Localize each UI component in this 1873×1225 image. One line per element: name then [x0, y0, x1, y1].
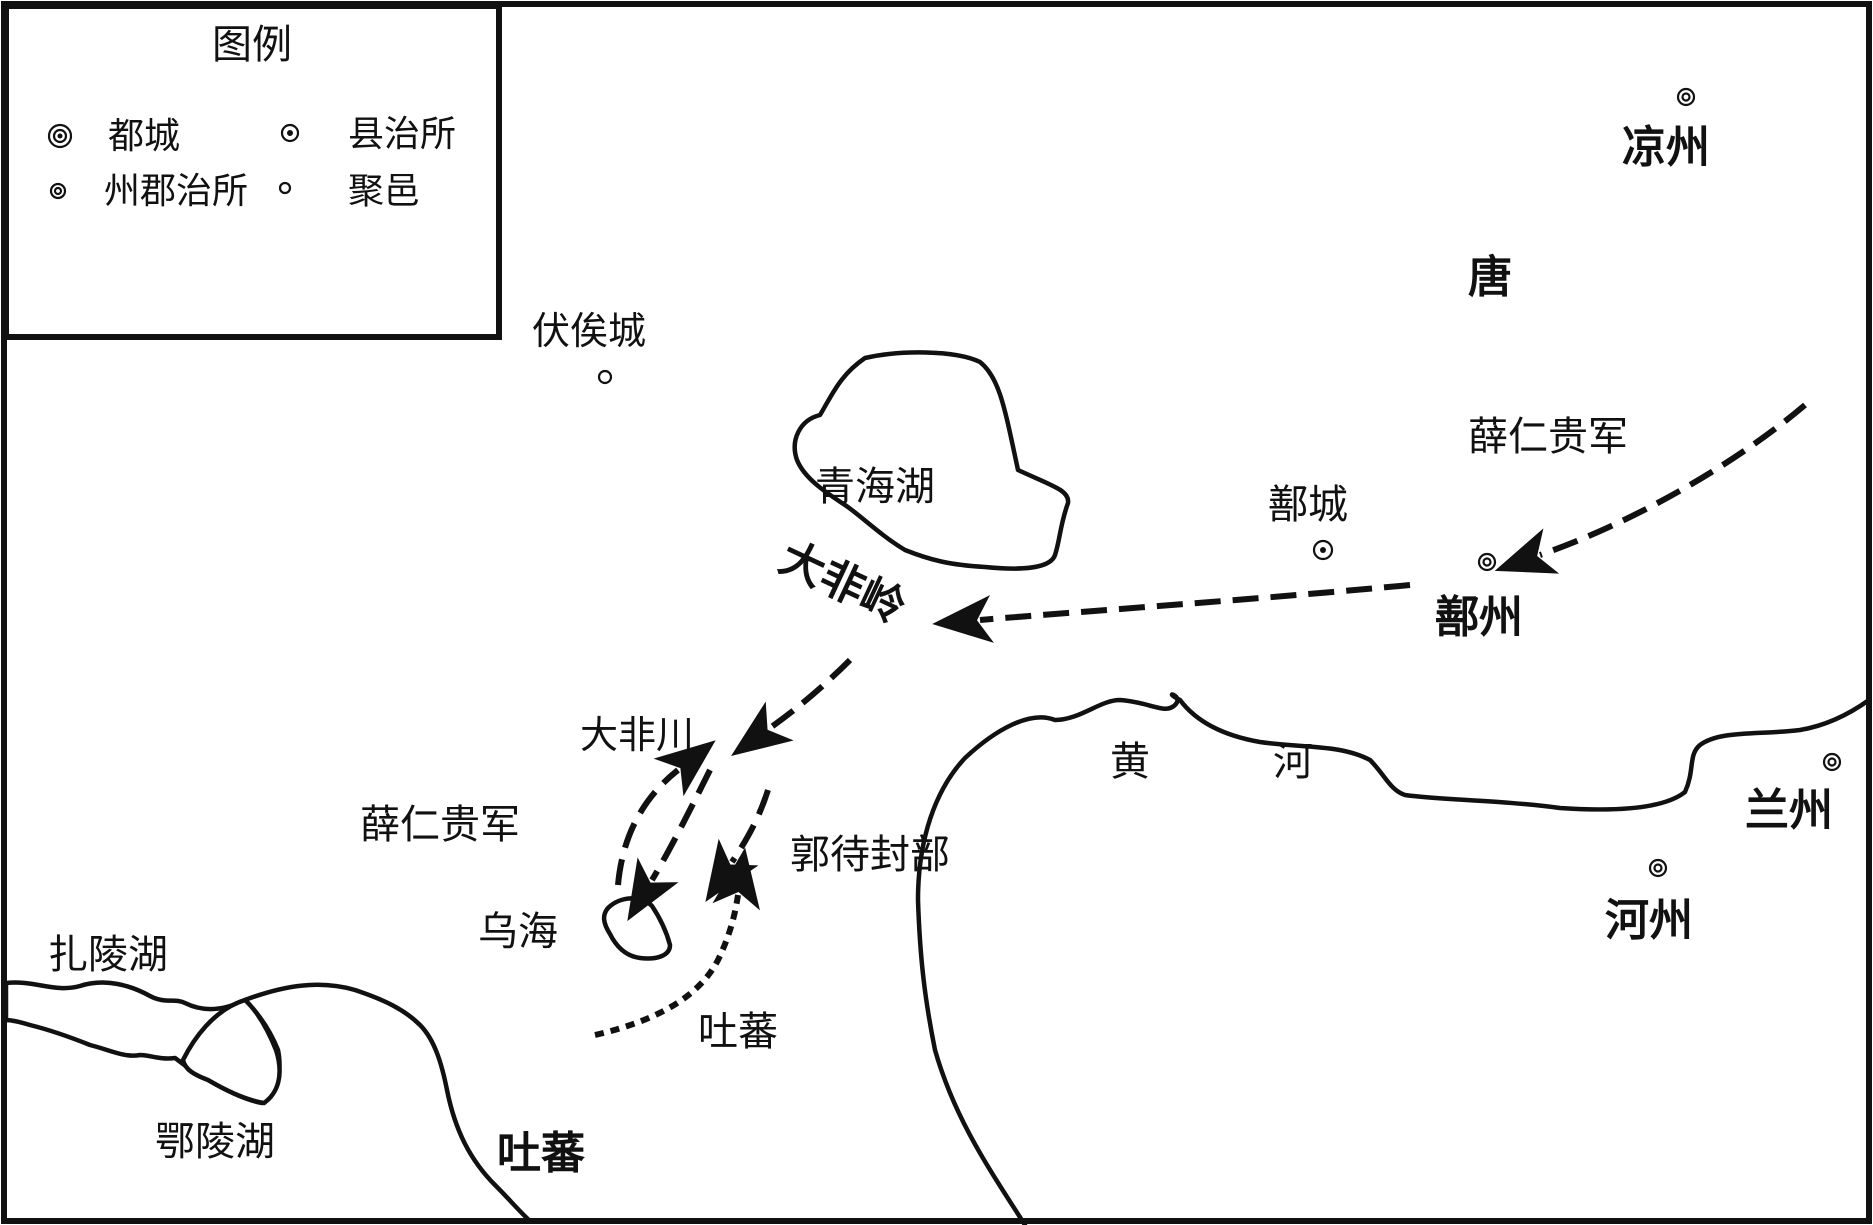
legend-label-county-seat: 县治所 [348, 114, 456, 155]
capital-icon [47, 123, 73, 149]
shancheng-county-icon [1312, 539, 1334, 561]
label-tang: 唐 [1468, 252, 1512, 303]
label-lanzhou: 兰州 [1745, 785, 1833, 836]
legend-label-settlement: 聚邑 [348, 171, 420, 212]
label-wuhai: 乌海 [478, 909, 558, 955]
label-guo-daifeng: 郭待封部 [790, 832, 950, 878]
label-shanzhou: 鄯州 [1435, 592, 1523, 643]
yellow-river-west [242, 982, 533, 1224]
route-xue-rengui-2 [932, 582, 1411, 643]
label-elinghu: 鄂陵湖 [155, 1119, 275, 1165]
legend: 图例 都城 县治所 州郡治所 聚邑 [3, 3, 502, 340]
liangzhou-prefecture-icon [1676, 87, 1696, 107]
label-tubo-region: 吐蕃 [497, 1128, 585, 1179]
label-xue-rengui-2: 薛仁贵军 [360, 802, 520, 848]
county-seat-icon [280, 123, 300, 143]
eling-lake [180, 997, 282, 1106]
hezhou-prefecture-icon [1648, 858, 1668, 878]
label-hezhou: 河州 [1605, 895, 1693, 946]
lanzhou-prefecture-icon [1822, 752, 1842, 772]
fusicheng-settlement-icon [597, 369, 613, 385]
label-fusicheng: 伏俟城 [532, 309, 646, 353]
qinghai-lake [792, 350, 1071, 571]
label-liangzhou: 凉州 [1622, 122, 1710, 173]
label-dafeichuan: 大非川 [580, 713, 694, 757]
legend-box [3, 3, 502, 340]
route-guo-daifeng [705, 789, 771, 902]
legend-label-prefecture-seat: 州郡治所 [104, 171, 248, 212]
label-tubo-army: 吐蕃 [698, 1009, 778, 1055]
label-shancheng: 鄯城 [1268, 482, 1348, 528]
prefecture-seat-icon [49, 182, 67, 200]
route-xue-rengui-3 [731, 657, 853, 757]
label-qinghaihu: 青海湖 [815, 464, 935, 510]
route-tubo-army [594, 847, 760, 1038]
shanzhou-prefecture-icon [1477, 552, 1497, 572]
label-xue-rengui-1: 薛仁贵军 [1468, 414, 1628, 460]
label-zhalinghu: 扎陵湖 [48, 932, 168, 978]
yellow-river-north [915, 692, 1872, 1225]
route-xue-rengui-5 [615, 740, 716, 886]
settlement-icon [278, 181, 292, 195]
legend-label-capital: 都城 [108, 116, 180, 157]
legend-title: 图例 [212, 22, 292, 68]
label-huanghe-2: 河 [1273, 739, 1313, 785]
label-huanghe-1: 黄 [1110, 739, 1150, 785]
